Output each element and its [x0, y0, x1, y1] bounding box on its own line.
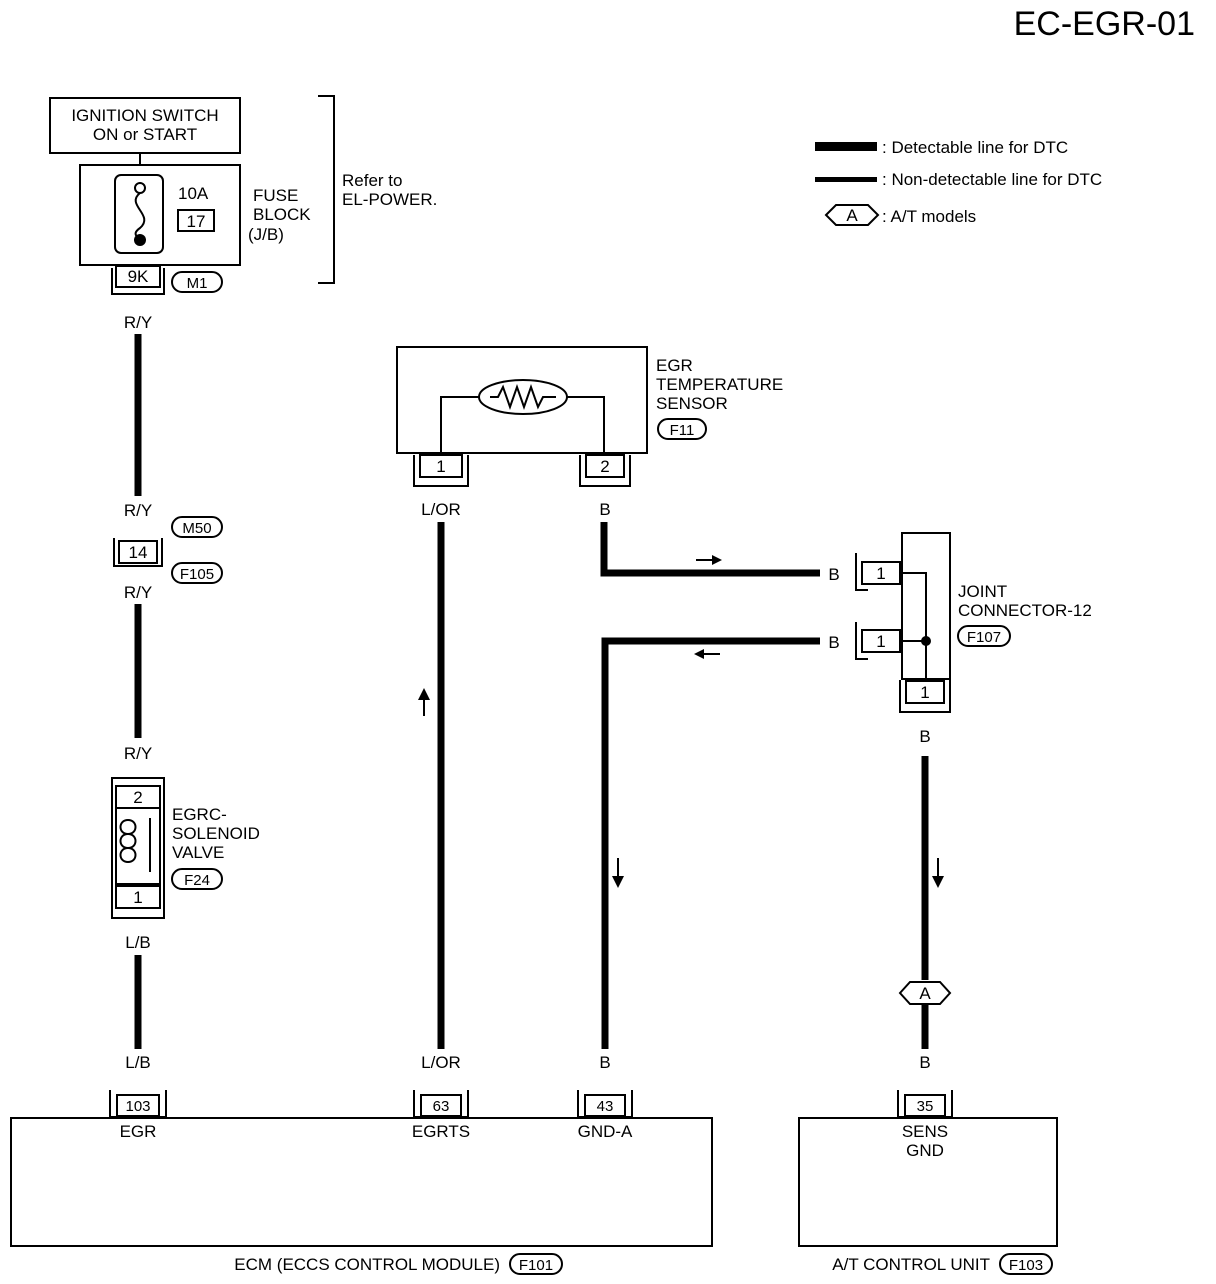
ecm-box [10, 1117, 713, 1247]
wire-lb-bottom: L/B [125, 1053, 151, 1072]
wire-b-joint-ecm [601, 637, 820, 1049]
joint-line2: CONNECTOR-12 [958, 601, 1092, 620]
joint-pin-c: 1 [920, 683, 929, 702]
joint-line1: JOINT [958, 582, 1007, 601]
non-detectable-line-swatch [815, 177, 877, 182]
at-marker: A [919, 984, 931, 1003]
detectable-line-swatch [815, 142, 877, 151]
wire-b-joint-top: B [828, 565, 839, 584]
ecm-pin-43: 43 [597, 1098, 614, 1115]
connector-f101: F101 [519, 1257, 553, 1274]
joint-pin-b: 1 [876, 632, 885, 651]
ignition-switch-box [49, 97, 241, 154]
wire-ry-mid2: R/Y [124, 583, 152, 602]
sensor-line2: TEMPERATURE [656, 375, 783, 394]
inline-terminal [118, 540, 158, 564]
connector-f11: F11 [670, 422, 695, 439]
ignition-line2: ON or START [93, 125, 197, 144]
legend: : Detectable line for DTC : Non-detectab… [815, 138, 1102, 226]
at-pin-name2: GND [906, 1141, 944, 1160]
fuse-label1: FUSE [253, 186, 298, 205]
wire-b-ecm: B [599, 1053, 610, 1072]
wire-ry-mid1: R/Y [124, 501, 152, 520]
wire-b-joint-bottom: B [919, 727, 930, 746]
refer-line2: EL-POWER. [342, 190, 437, 209]
legend-non-detectable-text: : Non-detectable line for DTC [882, 170, 1102, 189]
fuse-terminal [115, 265, 161, 288]
wire-lb-top: L/B [125, 933, 151, 952]
wire-ry-bottom: R/Y [124, 744, 152, 763]
at-pin-name1: SENS [902, 1122, 948, 1141]
at-control-unit-box [798, 1117, 1058, 1247]
at-symbol-icon [824, 204, 880, 226]
legend-at-symbol: A [846, 206, 858, 225]
wire-lor-bottom: L/OR [421, 1053, 461, 1072]
wire-b-sensor: B [599, 500, 610, 519]
legend-at-models-text: : A/T models [882, 207, 976, 226]
solenoid-pin-top: 2 [133, 788, 142, 807]
at-marker-icon [898, 981, 952, 1005]
refer-line1: Refer to [342, 171, 402, 190]
joint-pin-a: 1 [876, 564, 885, 583]
solenoid-line2: SOLENOID [172, 824, 260, 843]
fuse-label2: BLOCK [253, 205, 311, 224]
connector-m50: M50 [182, 520, 211, 537]
wire-ry-top: R/Y [124, 313, 152, 332]
inline-terminal-label: 14 [129, 543, 148, 562]
at-pin-35: 35 [917, 1098, 934, 1115]
ecm-pin-name-egrts: EGRTS [412, 1122, 470, 1141]
fuse-amps: 10A [178, 184, 209, 203]
legend-detectable-text: : Detectable line for DTC [882, 138, 1068, 157]
connector-f103: F103 [1009, 1257, 1043, 1274]
ecm-pin-103: 103 [125, 1098, 150, 1115]
wire-b-at-bottom: B [919, 1053, 930, 1072]
page-id: EC-EGR-01 [1014, 5, 1195, 43]
connector-f105: F105 [180, 566, 214, 583]
at-unit-label: A/T CONTROL UNIT [832, 1255, 990, 1274]
refer-bracket [318, 95, 335, 284]
wire-b-joint-mid: B [828, 633, 839, 652]
ecm-pin-name-egr: EGR [120, 1122, 157, 1141]
wire-b-sensor-joint [600, 522, 820, 577]
sensor-line1: EGR [656, 356, 693, 375]
fuse-terminal-label: 9K [128, 267, 149, 286]
solenoid-line3: VALVE [172, 843, 224, 862]
wire-lor-top: L/OR [421, 500, 461, 519]
connector-f24: F24 [184, 872, 210, 889]
ecm-pin-63: 63 [433, 1098, 450, 1115]
sensor-line3: SENSOR [656, 394, 728, 413]
connector-m1: M1 [187, 275, 208, 292]
solenoid-line1: EGRC- [172, 805, 227, 824]
connector-f107: F107 [967, 629, 1001, 646]
fuse-label3: (J/B) [248, 225, 284, 244]
sensor-pin2: 2 [600, 457, 609, 476]
fuse-number: 17 [187, 212, 206, 231]
ecm-label: ECM (ECCS CONTROL MODULE) [234, 1255, 500, 1274]
ignition-line1: IGNITION SWITCH [71, 106, 218, 125]
fuse-body [114, 174, 164, 254]
coil-icon [119, 819, 137, 864]
connector-m1-badge [171, 271, 223, 293]
solenoid-pin-bottom: 1 [133, 888, 142, 907]
ecm-pin-name-gnda: GND-A [578, 1122, 633, 1141]
sensor-pin1: 1 [436, 457, 445, 476]
